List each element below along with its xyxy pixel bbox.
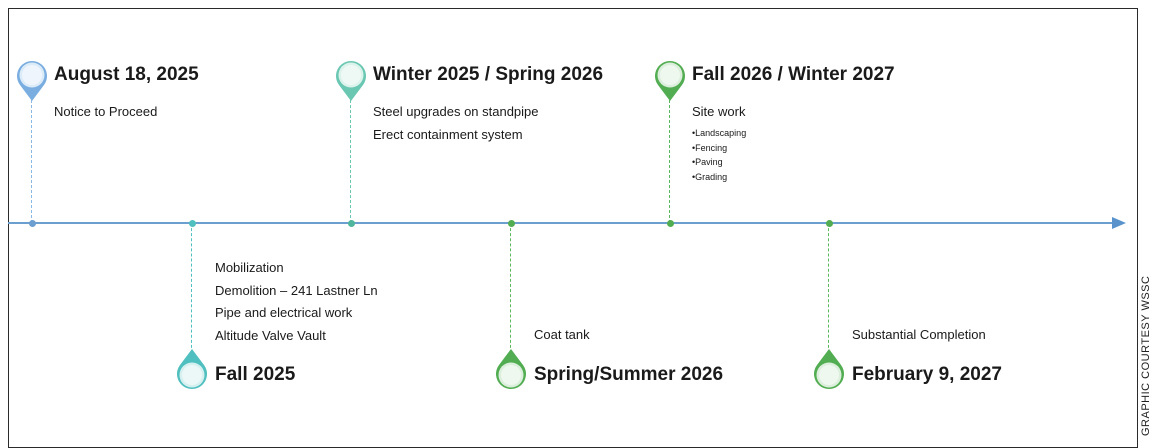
milestone-item: Substantial Completion — [852, 327, 986, 342]
connector-line — [669, 95, 670, 223]
connector-line — [191, 223, 192, 353]
milestone-title: February 9, 2027 — [852, 364, 1002, 385]
milestone-item: Pipe and electrical work — [215, 305, 353, 320]
milestone-items: Site work — [692, 101, 745, 124]
milestone-item: Coat tank — [534, 327, 590, 342]
axis-marker — [825, 219, 833, 227]
milestone-title: August 18, 2025 — [54, 64, 199, 85]
map-pin-icon — [17, 61, 47, 101]
milestone-subitem: •Paving — [692, 157, 723, 167]
milestone-subitem: •Landscaping — [692, 128, 747, 138]
milestone-item: Mobilization — [215, 260, 284, 275]
axis-marker — [28, 219, 36, 227]
map-pin-icon — [336, 61, 366, 101]
milestone-item: Erect containment system — [373, 126, 523, 142]
milestone-subitem: •Grading — [692, 171, 728, 182]
map-pin-icon — [814, 349, 844, 389]
milestone-items: Mobilization Demolition – 241 Lastner Ln… — [215, 257, 378, 347]
connector-line — [510, 223, 511, 353]
map-pin-icon — [496, 349, 526, 389]
milestone-items: Notice to Proceed — [54, 101, 157, 124]
axis-marker — [666, 219, 674, 227]
map-pin-icon — [655, 61, 685, 101]
milestone-item: Site work — [692, 104, 746, 119]
milestone-title: Fall 2025 — [215, 364, 296, 385]
graphic-credit: GRAPHIC COURTESY WSSC — [1140, 275, 1152, 436]
connector-line — [350, 95, 351, 223]
milestone-subitems: •Landscaping •Fencing •Paving •Grading — [692, 126, 746, 184]
milestone-items: Steel upgrades on standpipe Erect contai… — [373, 101, 539, 146]
milestone-item: Steel upgrades on standpipe — [373, 104, 539, 119]
milestone-title: Winter 2025 / Spring 2026 — [373, 64, 604, 85]
axis-marker — [347, 219, 355, 227]
milestone-title: Fall 2026 / Winter 2027 — [692, 64, 895, 85]
connector-line — [828, 223, 829, 353]
timeline-axis — [8, 222, 1114, 224]
milestone-title: Spring/Summer 2026 — [534, 364, 724, 385]
axis-marker — [507, 219, 515, 227]
milestone-item: Altitude Valve Vault — [215, 327, 326, 343]
milestone-items: Substantial Completion — [852, 324, 986, 347]
milestone-item: Notice to Proceed — [54, 104, 158, 119]
milestone-items: Coat tank — [534, 324, 590, 347]
arrow-right-icon — [1112, 217, 1126, 229]
axis-marker — [188, 219, 196, 227]
milestone-subitem: •Fencing — [692, 142, 728, 153]
connector-line — [31, 95, 32, 223]
map-pin-icon — [177, 349, 207, 389]
milestone-item: Demolition – 241 Lastner Ln — [215, 282, 378, 298]
